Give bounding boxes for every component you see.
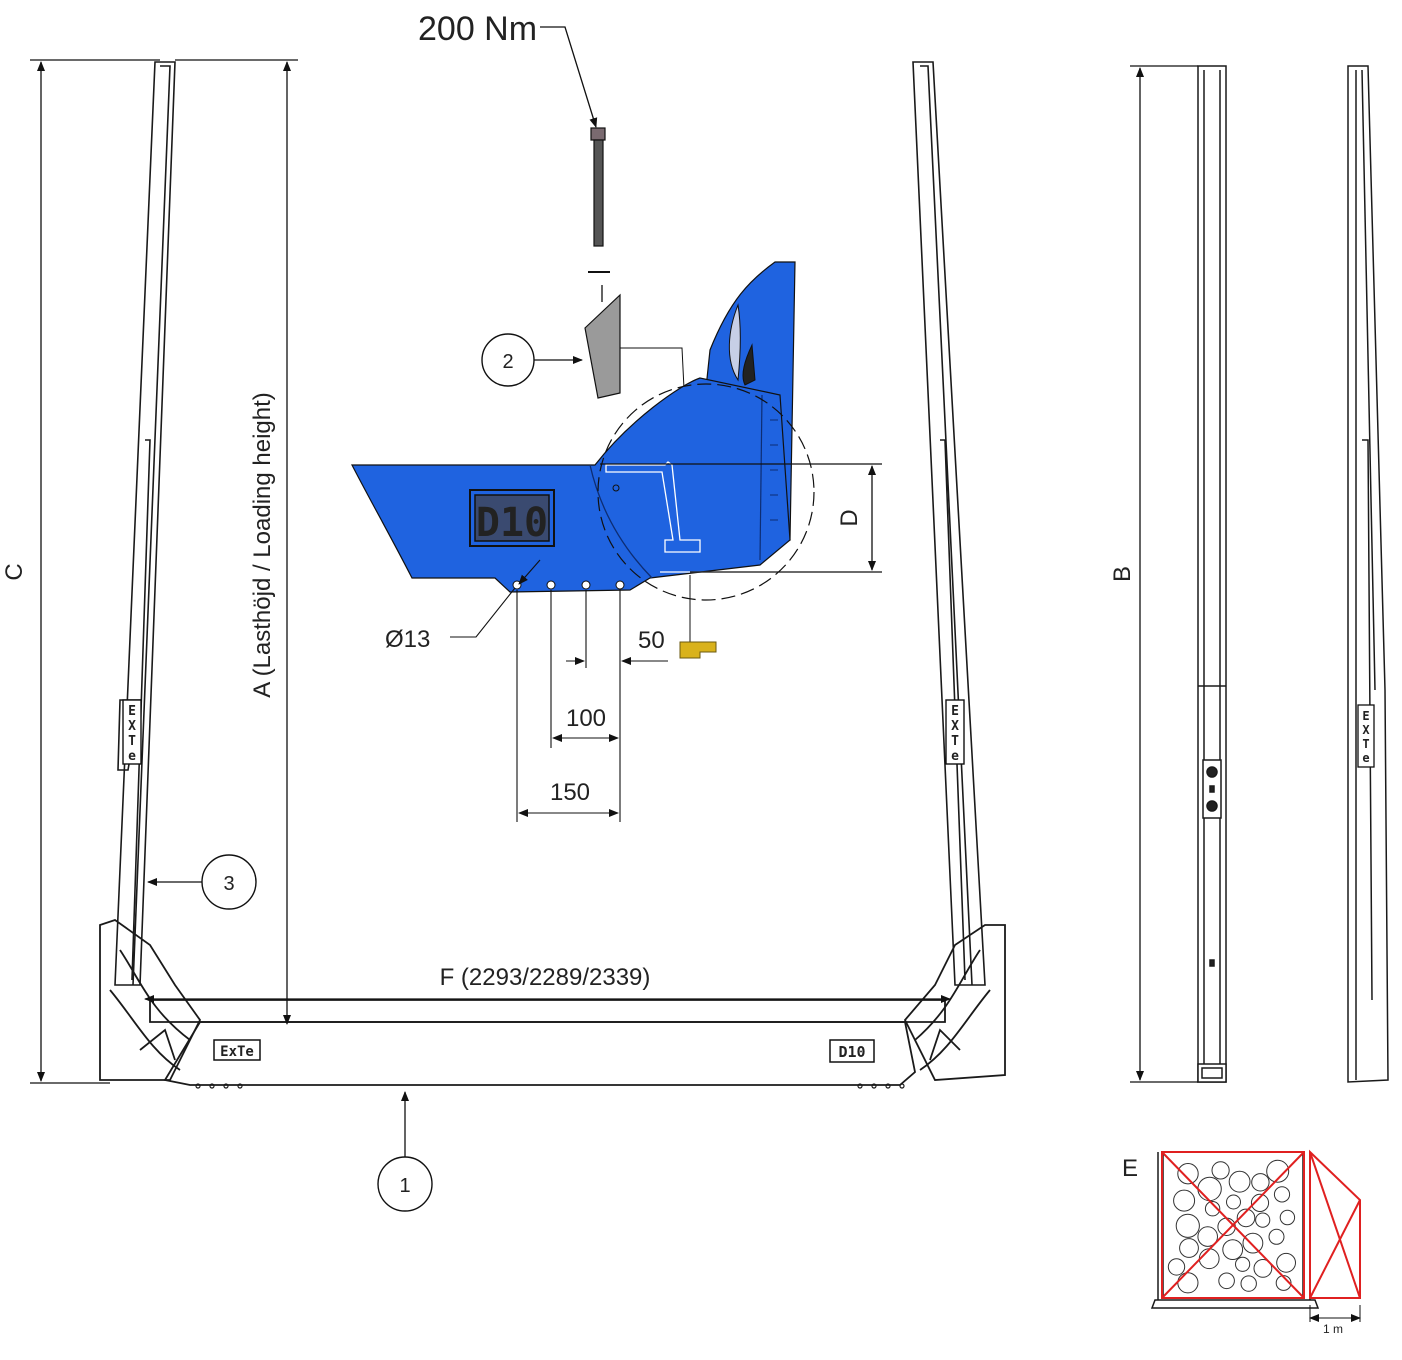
dimension-d-label: D: [836, 509, 863, 526]
left-stake: [114, 61, 176, 986]
load-red-cross: [1161, 1149, 1361, 1299]
dimension-b: [1130, 65, 1198, 1083]
log-circle: [1204, 1201, 1221, 1217]
log-circle: [1276, 1252, 1296, 1273]
dimension-e-label: E: [1122, 1155, 1138, 1182]
log-circle: [1273, 1186, 1291, 1203]
dimension-d: [600, 463, 882, 573]
model-logo-blue: D10: [469, 489, 555, 547]
svg-text:ExTe: ExTe: [220, 1044, 254, 1060]
detail-circle: [597, 383, 815, 601]
log-circle: [1240, 1275, 1257, 1292]
log-circle: [1198, 1248, 1220, 1270]
svg-text:T: T: [128, 734, 136, 749]
brand-logo-vertical-right: E X T e: [945, 699, 965, 765]
svg-text:D10: D10: [838, 1043, 865, 1061]
torque-label: 200 Nm: [418, 10, 537, 48]
spacing-150-label: 150: [550, 779, 590, 806]
log-circle: [1242, 1232, 1264, 1254]
brand-logo-vertical-profile: E X T e: [1357, 704, 1375, 768]
log-circle: [1253, 1259, 1273, 1278]
spacing-100-label: 100: [566, 705, 606, 732]
svg-text:e: e: [128, 749, 136, 764]
log-circle: [1179, 1238, 1199, 1258]
brand-logo-vertical-left: E X T e: [122, 699, 142, 765]
log-circle: [1211, 1161, 1230, 1180]
dimension-c: [30, 59, 160, 1084]
svg-text:e: e: [1362, 751, 1369, 765]
log-circle: [1197, 1226, 1218, 1247]
wedge-part: [584, 293, 621, 399]
svg-text:T: T: [1362, 737, 1369, 751]
side-view-profile: [1347, 65, 1389, 1083]
svg-text:X: X: [128, 719, 136, 734]
log-circle: [1197, 1176, 1222, 1202]
log-circles: [1167, 1159, 1296, 1294]
dimension-c-label: C: [1, 563, 28, 580]
log-circle: [1218, 1272, 1235, 1290]
log-circle: [1268, 1228, 1285, 1245]
svg-text:X: X: [951, 719, 959, 734]
log-circle: [1255, 1212, 1271, 1228]
svg-text:e: e: [951, 749, 959, 764]
hole-dimension-lines: [450, 559, 668, 822]
svg-text:X: X: [1362, 723, 1370, 737]
bolt: [588, 127, 610, 302]
log-circle: [1236, 1208, 1256, 1228]
log-circle: [1250, 1193, 1270, 1213]
scale-bar: [1309, 1305, 1361, 1322]
callout-3: 3: [147, 854, 257, 910]
svg-text:1: 1: [399, 1175, 410, 1197]
yellow-part: [679, 575, 717, 659]
log-circle: [1177, 1272, 1199, 1294]
log-circle: [1279, 1209, 1296, 1226]
dimension-b-label: B: [1109, 566, 1136, 582]
right-stake: [912, 61, 986, 986]
blue-stake-assembly: [351, 261, 796, 593]
spacing-50-label: 50: [638, 627, 665, 654]
callout-2: 2: [481, 333, 583, 387]
dimension-a: [175, 59, 298, 1025]
svg-text:3: 3: [223, 873, 234, 895]
svg-text:E: E: [1362, 709, 1369, 723]
log-circle: [1175, 1213, 1200, 1238]
log-circle: [1226, 1194, 1241, 1210]
torque-leader: [540, 26, 598, 128]
log-circle: [1235, 1256, 1251, 1272]
log-circle: [1251, 1173, 1270, 1192]
svg-text:E: E: [951, 704, 959, 719]
callout-1: 1: [377, 1091, 433, 1212]
log-circle: [1167, 1258, 1186, 1276]
svg-text:D10: D10: [476, 500, 548, 546]
model-logo-base: D10: [829, 1039, 875, 1063]
log-circle: [1228, 1170, 1251, 1193]
log-circle: [1266, 1159, 1290, 1183]
log-circle: [1173, 1189, 1196, 1212]
side-view-front: [1197, 65, 1227, 1083]
bolster-holes: [195, 1083, 905, 1089]
brand-logo-base: ExTe: [213, 1039, 261, 1061]
dimension-f-label: F (2293/2289/2339): [440, 964, 651, 991]
dimension-a-label: A (Lasthöjd / Loading height): [249, 392, 276, 698]
scale-label: 1 m: [1323, 1322, 1343, 1336]
log-circle: [1222, 1239, 1244, 1260]
log-circle: [1177, 1163, 1199, 1185]
svg-text:2: 2: [502, 351, 513, 373]
svg-text:T: T: [951, 734, 959, 749]
hole-diameter-label: Ø13: [385, 626, 430, 653]
svg-text:E: E: [128, 704, 136, 719]
